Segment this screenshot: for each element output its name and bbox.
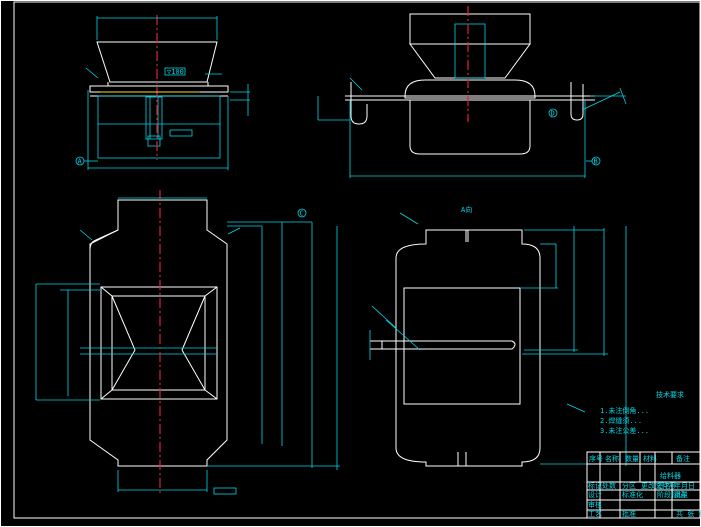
- tb-sheet: 共 张 第 张: [676, 509, 701, 518]
- tb-r3c1: 审核: [588, 500, 602, 509]
- view-side-right: D B: [317, 6, 627, 178]
- body-outline: [97, 95, 221, 159]
- side-hopper-top: [409, 13, 531, 45]
- view-a-label: A向: [461, 205, 472, 214]
- callout-b-label: B: [594, 158, 598, 166]
- svg-text:▽100: ▽100: [167, 68, 184, 76]
- title-block: 序号 名称 数量 材料 备注 给料器 标记 处数 分区 更改文件号 签名 年月日…: [586, 451, 701, 519]
- tb-r1c2: 处数: [602, 481, 616, 490]
- tech-req-heading: 技术要求: [656, 390, 684, 399]
- plan-outline: [89, 199, 228, 467]
- callout-d-circle: [548, 108, 558, 118]
- tb-header-1: 序号: [589, 454, 603, 463]
- view-plan-left: C: [35, 190, 340, 495]
- tb-drawing-name: 给料器: [660, 471, 681, 480]
- callout-c-label: C: [300, 210, 304, 218]
- tb-r1c3: 分区: [622, 481, 636, 490]
- plan-right-outline: [395, 229, 541, 467]
- tb-r4c1: 工艺: [588, 510, 602, 518]
- side-body: [409, 100, 531, 155]
- side-plate: [404, 79, 536, 99]
- tech-req-item-3: 3.未注公差...: [600, 426, 649, 435]
- tb-r2c3: 标准化: [622, 490, 643, 499]
- tb-r2c5: 阶段标记: [657, 490, 685, 499]
- callout-c-circle: [297, 208, 307, 218]
- tb-r1c4: 更改文件号: [641, 481, 676, 490]
- view-front-left: ▽100 A: [75, 15, 250, 170]
- tech-req-item-2: 2.焊缝须...: [600, 416, 642, 425]
- tb-header-5: 备注: [676, 454, 690, 463]
- drawing-border: [13, 1, 701, 519]
- callout-d-label: D: [551, 110, 555, 118]
- technical-requirements: 技术要求 1.未注倒角... 2.焊缝须... 3.未注公差...: [600, 390, 684, 435]
- tb-header-4: 材料: [643, 454, 657, 463]
- tb-header-2: 名称: [605, 454, 619, 463]
- tb-r2c1: 设计: [588, 490, 602, 499]
- plan-right-opening: [403, 287, 521, 405]
- plan-hopper-opening: [100, 286, 218, 400]
- view-plan-right: A向: [369, 205, 628, 467]
- tb-r2c6: 重量: [674, 491, 688, 499]
- callout-a-label: A: [78, 158, 83, 166]
- hopper-outline: [96, 41, 218, 83]
- tb-r4c3: 批准: [622, 509, 636, 518]
- tb-header-3: 数量: [625, 454, 639, 463]
- gate-slot: [370, 340, 516, 350]
- flange-plate: [89, 85, 229, 93]
- tb-r1c1: 标记: [588, 481, 602, 490]
- tech-req-item-1: 1.未注倒角...: [600, 406, 649, 415]
- tb-r1c6: 年月日: [674, 481, 695, 490]
- tb-r1c5: 签名: [657, 481, 671, 490]
